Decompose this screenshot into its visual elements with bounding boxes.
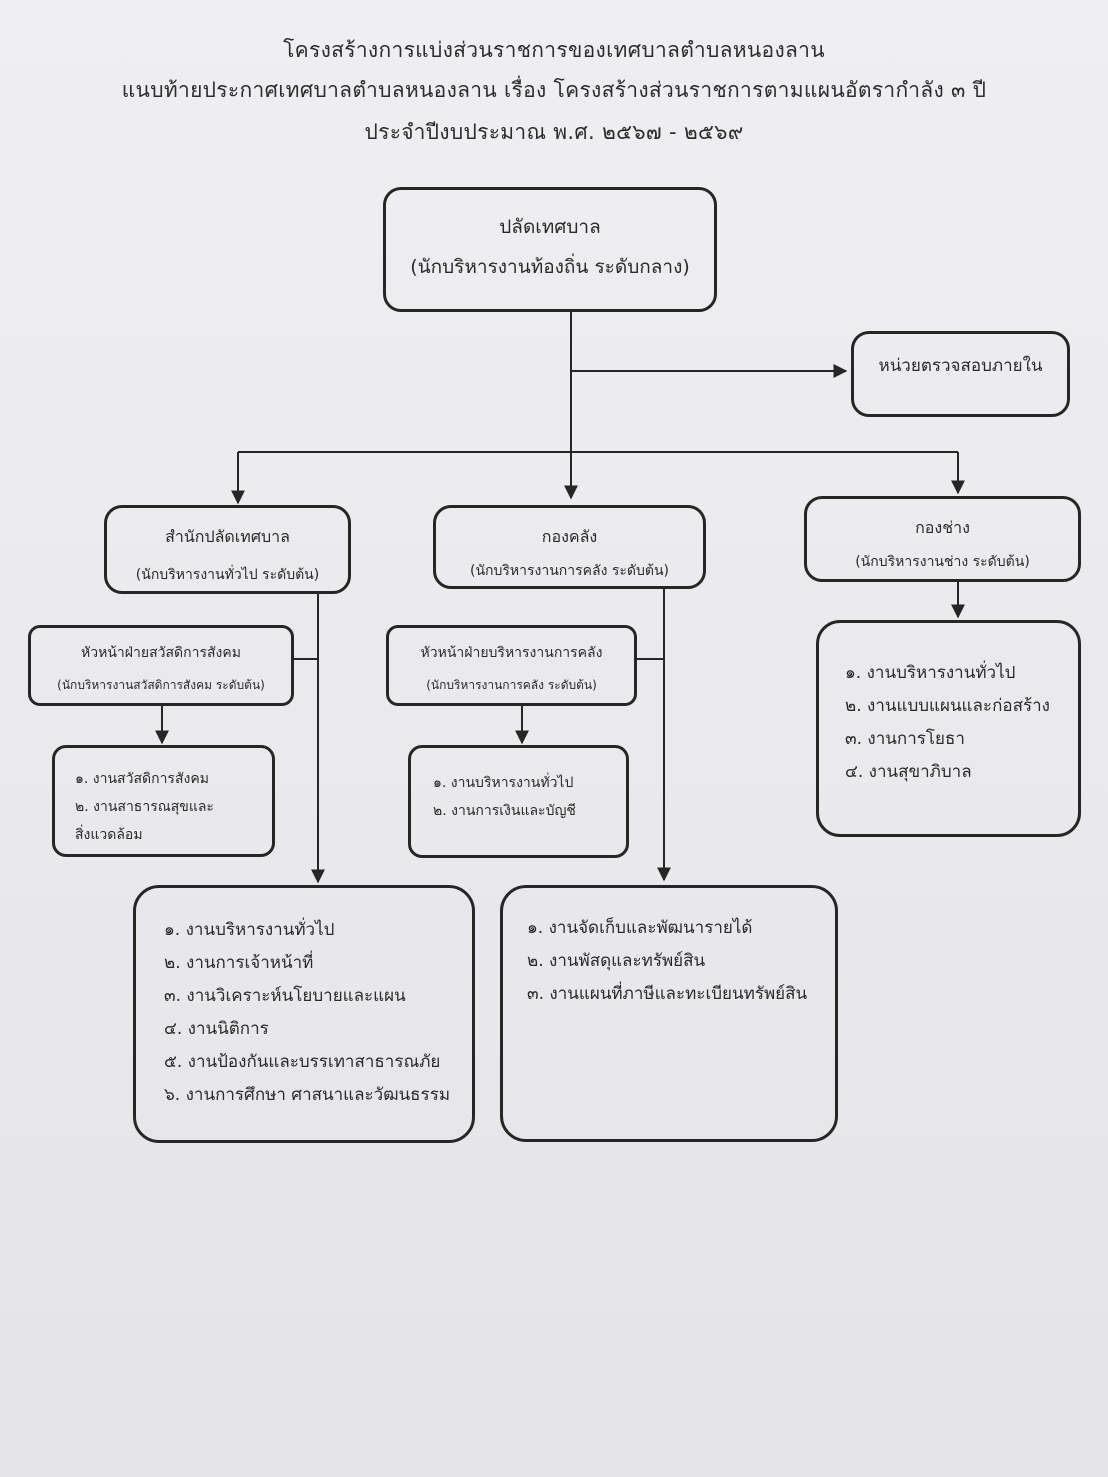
list-item: ๑. งานจัดเก็บและพัฒนารายได้ bbox=[527, 918, 753, 938]
welfare-tasks-box: ๑. งานสวัสดิการสังคม ๒. งานสาธารณสุขและ … bbox=[52, 745, 275, 857]
list-item: ๖. งานการศึกษา ศาสนาและวัฒนธรรม bbox=[164, 1085, 451, 1105]
header-line-1: โครงสร้างการแบ่งส่วนราชการของเทศบาลตำบลห… bbox=[283, 38, 825, 62]
list-item: ๕. งานป้องกันและบรรเทาสาธารณภัย bbox=[164, 1052, 441, 1072]
welfare-head-box: หัวหน้าฝ่ายสวัสดิการสังคม (นักบริหารงานส… bbox=[28, 625, 294, 706]
list-item: ๒. งานแบบแผนและก่อสร้าง bbox=[845, 696, 1050, 716]
header-line-3: ประจำปีงบประมาณ พ.ศ. ๒๕๖๗ - ๒๕๖๙ bbox=[364, 120, 744, 144]
finance-tasks-list: ๑. งานจัดเก็บและพัฒนารายได้ ๒. งานพัสดุแ… bbox=[527, 912, 807, 1011]
list-item: ๑. งานบริหารงานทั่วไป bbox=[164, 920, 335, 940]
engineering-title: กองช่าง bbox=[915, 518, 970, 537]
finance-admin-tasks-list: ๑. งานบริหารงานทั่วไป ๒. งานการเงินและบั… bbox=[433, 769, 576, 825]
list-item: ๑. งานบริหารงานทั่วไป bbox=[845, 663, 1016, 683]
engineering-subtitle: (นักบริหารงานช่าง ระดับต้น) bbox=[855, 554, 1030, 570]
finance-admin-head-title: หัวหน้าฝ่ายบริหารงานการคลัง bbox=[420, 645, 603, 661]
engineering-tasks-box: ๑. งานบริหารงานทั่วไป ๒. งานแบบแผนและก่อ… bbox=[816, 620, 1081, 837]
list-item: ๑. งานสวัสดิการสังคม bbox=[75, 771, 209, 787]
office-box: สำนักปลัดเทศบาล (นักบริหารงานทั่วไป ระดั… bbox=[104, 505, 351, 594]
list-item: ๒. งานพัสดุและทรัพย์สิน bbox=[527, 951, 706, 971]
office-title: สำนักปลัดเทศบาล bbox=[165, 527, 290, 546]
audit-title: หน่วยตรวจสอบภายใน bbox=[878, 356, 1043, 376]
list-item: ๒. งานการเจ้าหน้าที่ bbox=[164, 953, 314, 973]
list-item: สิ่งแวดล้อม bbox=[75, 827, 143, 843]
list-item: ๔. งานสุขาภิบาล bbox=[845, 762, 972, 782]
list-item: ๔. งานนิติการ bbox=[164, 1019, 269, 1039]
chief-subtitle: (นักบริหารงานท้องถิ่น ระดับกลาง) bbox=[410, 256, 690, 278]
office-tasks-box: ๑. งานบริหารงานทั่วไป ๒. งานการเจ้าหน้าท… bbox=[133, 885, 475, 1143]
chief-title: ปลัดเทศบาล bbox=[499, 216, 601, 238]
chief-administrator-box: ปลัดเทศบาล (นักบริหารงานท้องถิ่น ระดับกล… bbox=[383, 187, 717, 312]
list-item: ๒. งานการเงินและบัญชี bbox=[433, 803, 576, 819]
welfare-head-subtitle: (นักบริหารงานสวัสดิการสังคม ระดับต้น) bbox=[57, 678, 265, 692]
list-item: ๑. งานบริหารงานทั่วไป bbox=[433, 775, 574, 791]
finance-title: กองคลัง bbox=[541, 527, 598, 546]
welfare-tasks-list: ๑. งานสวัสดิการสังคม ๒. งานสาธารณสุขและ … bbox=[75, 765, 214, 849]
finance-admin-head-box: หัวหน้าฝ่ายบริหารงานการคลัง (นักบริหารงา… bbox=[386, 625, 637, 706]
finance-admin-tasks-box: ๑. งานบริหารงานทั่วไป ๒. งานการเงินและบั… bbox=[408, 745, 629, 858]
finance-box: กองคลัง (นักบริหารงานการคลัง ระดับต้น) bbox=[433, 505, 706, 589]
office-tasks-list: ๑. งานบริหารงานทั่วไป ๒. งานการเจ้าหน้าท… bbox=[164, 914, 450, 1112]
internal-audit-box: หน่วยตรวจสอบภายใน bbox=[851, 331, 1070, 417]
finance-admin-head-subtitle: (นักบริหารงานการคลัง ระดับต้น) bbox=[426, 678, 597, 692]
list-item: ๓. งานการโยธา bbox=[845, 729, 965, 749]
engineering-box: กองช่าง (นักบริหารงานช่าง ระดับต้น) bbox=[804, 496, 1081, 582]
list-item: ๓. งานวิเคราะห์นโยบายและแผน bbox=[164, 986, 406, 1006]
finance-tasks-box: ๑. งานจัดเก็บและพัฒนารายได้ ๒. งานพัสดุแ… bbox=[500, 885, 838, 1142]
finance-subtitle: (นักบริหารงานการคลัง ระดับต้น) bbox=[469, 563, 670, 579]
list-item: ๓. งานแผนที่ภาษีและทะเบียนทรัพย์สิน bbox=[527, 984, 808, 1004]
header-line-2: แนบท้ายประกาศเทศบาลตำบลหนองลาน เรื่อง โค… bbox=[121, 78, 987, 102]
welfare-head-title: หัวหน้าฝ่ายสวัสดิการสังคม bbox=[81, 645, 241, 661]
office-subtitle: (นักบริหารงานทั่วไป ระดับต้น) bbox=[135, 567, 320, 583]
list-item: ๒. งานสาธารณสุขและ bbox=[75, 799, 214, 815]
engineering-tasks-list: ๑. งานบริหารงานทั่วไป ๒. งานแบบแผนและก่อ… bbox=[845, 657, 1050, 789]
